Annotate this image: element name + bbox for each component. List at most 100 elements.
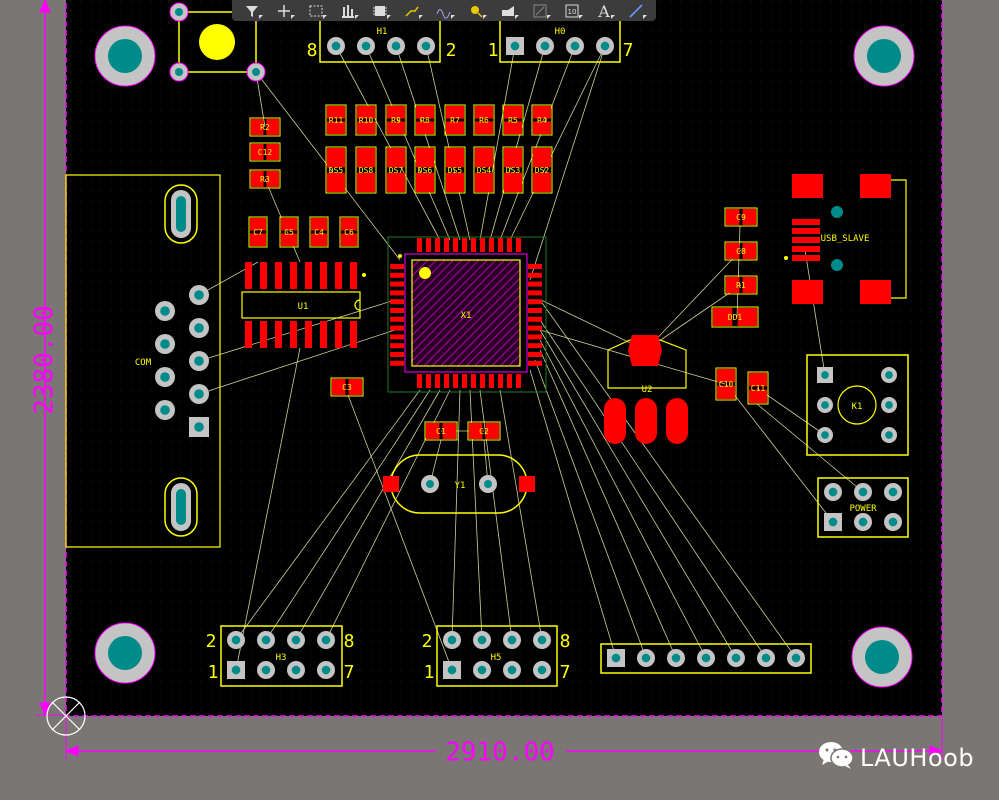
through-hole-pad[interactable] <box>443 631 461 649</box>
string-text-tool-button[interactable]: A <box>593 1 615 20</box>
smd-r2[interactable]: R2 <box>249 117 281 137</box>
com-connector[interactable]: COM <box>65 174 221 548</box>
through-hole-pad[interactable] <box>155 334 175 354</box>
power-header[interactable]: POWER <box>817 477 909 538</box>
through-hole-pad[interactable] <box>854 513 872 531</box>
through-hole-pad[interactable] <box>189 285 209 305</box>
smd-ds4[interactable]: DS4 <box>473 146 495 194</box>
through-hole-pad[interactable] <box>189 351 209 371</box>
smd-r10[interactable]: R10 <box>355 104 377 136</box>
through-hole-pad[interactable] <box>387 37 405 55</box>
through-hole-pad[interactable] <box>884 483 902 501</box>
through-hole-pad[interactable] <box>566 37 584 55</box>
align-tool-button[interactable] <box>337 1 359 20</box>
header-h0[interactable]: H0 1 7 <box>488 19 634 63</box>
through-hole-pad[interactable] <box>757 649 775 667</box>
header-7pin[interactable] <box>600 643 812 674</box>
smd-r6[interactable]: R6 <box>473 104 495 136</box>
keepout-tool-button[interactable] <box>529 1 551 20</box>
smd-c7[interactable]: C7 <box>248 216 268 248</box>
through-hole-pad[interactable] <box>727 649 745 667</box>
smd-dd1[interactable]: DD1 <box>711 306 759 328</box>
through-hole-pad[interactable] <box>533 631 551 649</box>
line-draw-tool-button[interactable] <box>625 1 647 20</box>
usb-slave-connector[interactable]: USB_SLAVE <box>784 174 907 304</box>
header-h3[interactable]: H3 2 1 8 7 <box>206 625 355 687</box>
through-hole-pad[interactable] <box>257 631 275 649</box>
smd-c5[interactable]: C5 <box>279 216 299 248</box>
smd-c12[interactable]: C12 <box>249 142 281 162</box>
smd-ds2[interactable]: DS2 <box>531 146 553 194</box>
through-hole-pad[interactable] <box>227 631 245 649</box>
through-hole-pad[interactable] <box>189 417 209 437</box>
through-hole-pad[interactable] <box>881 367 897 383</box>
polygon-pour-tool-button[interactable] <box>497 1 519 20</box>
chip-x1[interactable]: X1 <box>387 236 547 393</box>
through-hole-pad[interactable] <box>155 400 175 420</box>
smd-c1[interactable]: C1 <box>424 421 458 441</box>
through-hole-pad[interactable] <box>473 661 491 679</box>
through-hole-pad[interactable] <box>503 631 521 649</box>
smd-r3[interactable]: R3 <box>249 169 281 189</box>
crystal-y1[interactable]: Y1 <box>383 454 535 514</box>
smd-r4[interactable]: R4 <box>531 104 553 136</box>
select-rect-tool-button[interactable] <box>305 1 327 20</box>
smd-ds5[interactable]: DS5 <box>444 146 466 194</box>
through-hole-pad[interactable] <box>506 37 524 55</box>
through-hole-pad[interactable] <box>854 483 872 501</box>
smd-r7[interactable]: R7 <box>444 104 466 136</box>
smd-c2[interactable]: C2 <box>467 421 501 441</box>
switch-k1[interactable]: K1 <box>806 354 909 456</box>
through-hole-pad[interactable] <box>533 661 551 679</box>
through-hole-pad[interactable] <box>155 367 175 387</box>
height-dimension[interactable] <box>36 0 66 717</box>
through-hole-pad[interactable] <box>417 37 435 55</box>
smd-r1[interactable]: R1 <box>724 275 758 295</box>
through-hole-pad[interactable] <box>317 661 335 679</box>
dimension-tool-button[interactable]: 10 <box>561 1 583 20</box>
smd-r11[interactable]: R11 <box>325 104 347 136</box>
through-hole-pad[interactable] <box>327 37 345 55</box>
smd-c4[interactable]: C4 <box>309 216 329 248</box>
through-hole-pad[interactable] <box>189 384 209 404</box>
smd-ds7[interactable]: DS7 <box>385 146 407 194</box>
component-place-tool-button[interactable] <box>369 1 391 20</box>
smd-r8[interactable]: R8 <box>414 104 436 136</box>
filter-tool-button[interactable] <box>241 1 263 20</box>
through-hole-pad[interactable] <box>536 37 554 55</box>
smd-c11[interactable]: C11 <box>747 371 769 405</box>
smd-c8[interactable]: C8 <box>724 241 758 261</box>
through-hole-pad[interactable] <box>824 513 842 531</box>
crosshair-add-tool-button[interactable] <box>273 1 295 20</box>
through-hole-pad[interactable] <box>881 397 897 413</box>
through-hole-pad[interactable] <box>817 367 833 383</box>
smd-ds8[interactable]: DS8 <box>355 146 377 194</box>
through-hole-pad[interactable] <box>667 649 685 667</box>
through-hole-pad[interactable] <box>287 661 305 679</box>
through-hole-pad[interactable] <box>473 631 491 649</box>
through-hole-pad[interactable] <box>257 661 275 679</box>
through-hole-pad[interactable] <box>637 649 655 667</box>
route-interactive-tool-button[interactable] <box>401 1 423 20</box>
through-hole-pad[interactable] <box>317 631 335 649</box>
through-hole-pad[interactable] <box>287 631 305 649</box>
smd-r5[interactable]: R5 <box>502 104 524 136</box>
chip-u1[interactable]: U1 <box>241 262 366 348</box>
through-hole-pad[interactable] <box>884 513 902 531</box>
smd-c3[interactable]: C3 <box>330 377 364 397</box>
smd-c9[interactable]: C9 <box>724 207 758 227</box>
smd-ds6[interactable]: DS6 <box>414 146 436 194</box>
through-hole-pad[interactable] <box>227 661 245 679</box>
through-hole-pad[interactable] <box>155 301 175 321</box>
through-hole-pad[interactable] <box>596 37 614 55</box>
smd-c6[interactable]: C6 <box>339 216 359 248</box>
via-place-tool-button[interactable] <box>465 1 487 20</box>
regulator-u2[interactable]: U2 <box>604 335 688 444</box>
through-hole-pad[interactable] <box>607 649 625 667</box>
through-hole-pad[interactable] <box>881 427 897 443</box>
through-hole-pad[interactable] <box>817 397 833 413</box>
through-hole-pad[interactable] <box>357 37 375 55</box>
through-hole-pad[interactable] <box>817 427 833 443</box>
smd-r9[interactable]: R9 <box>385 104 407 136</box>
